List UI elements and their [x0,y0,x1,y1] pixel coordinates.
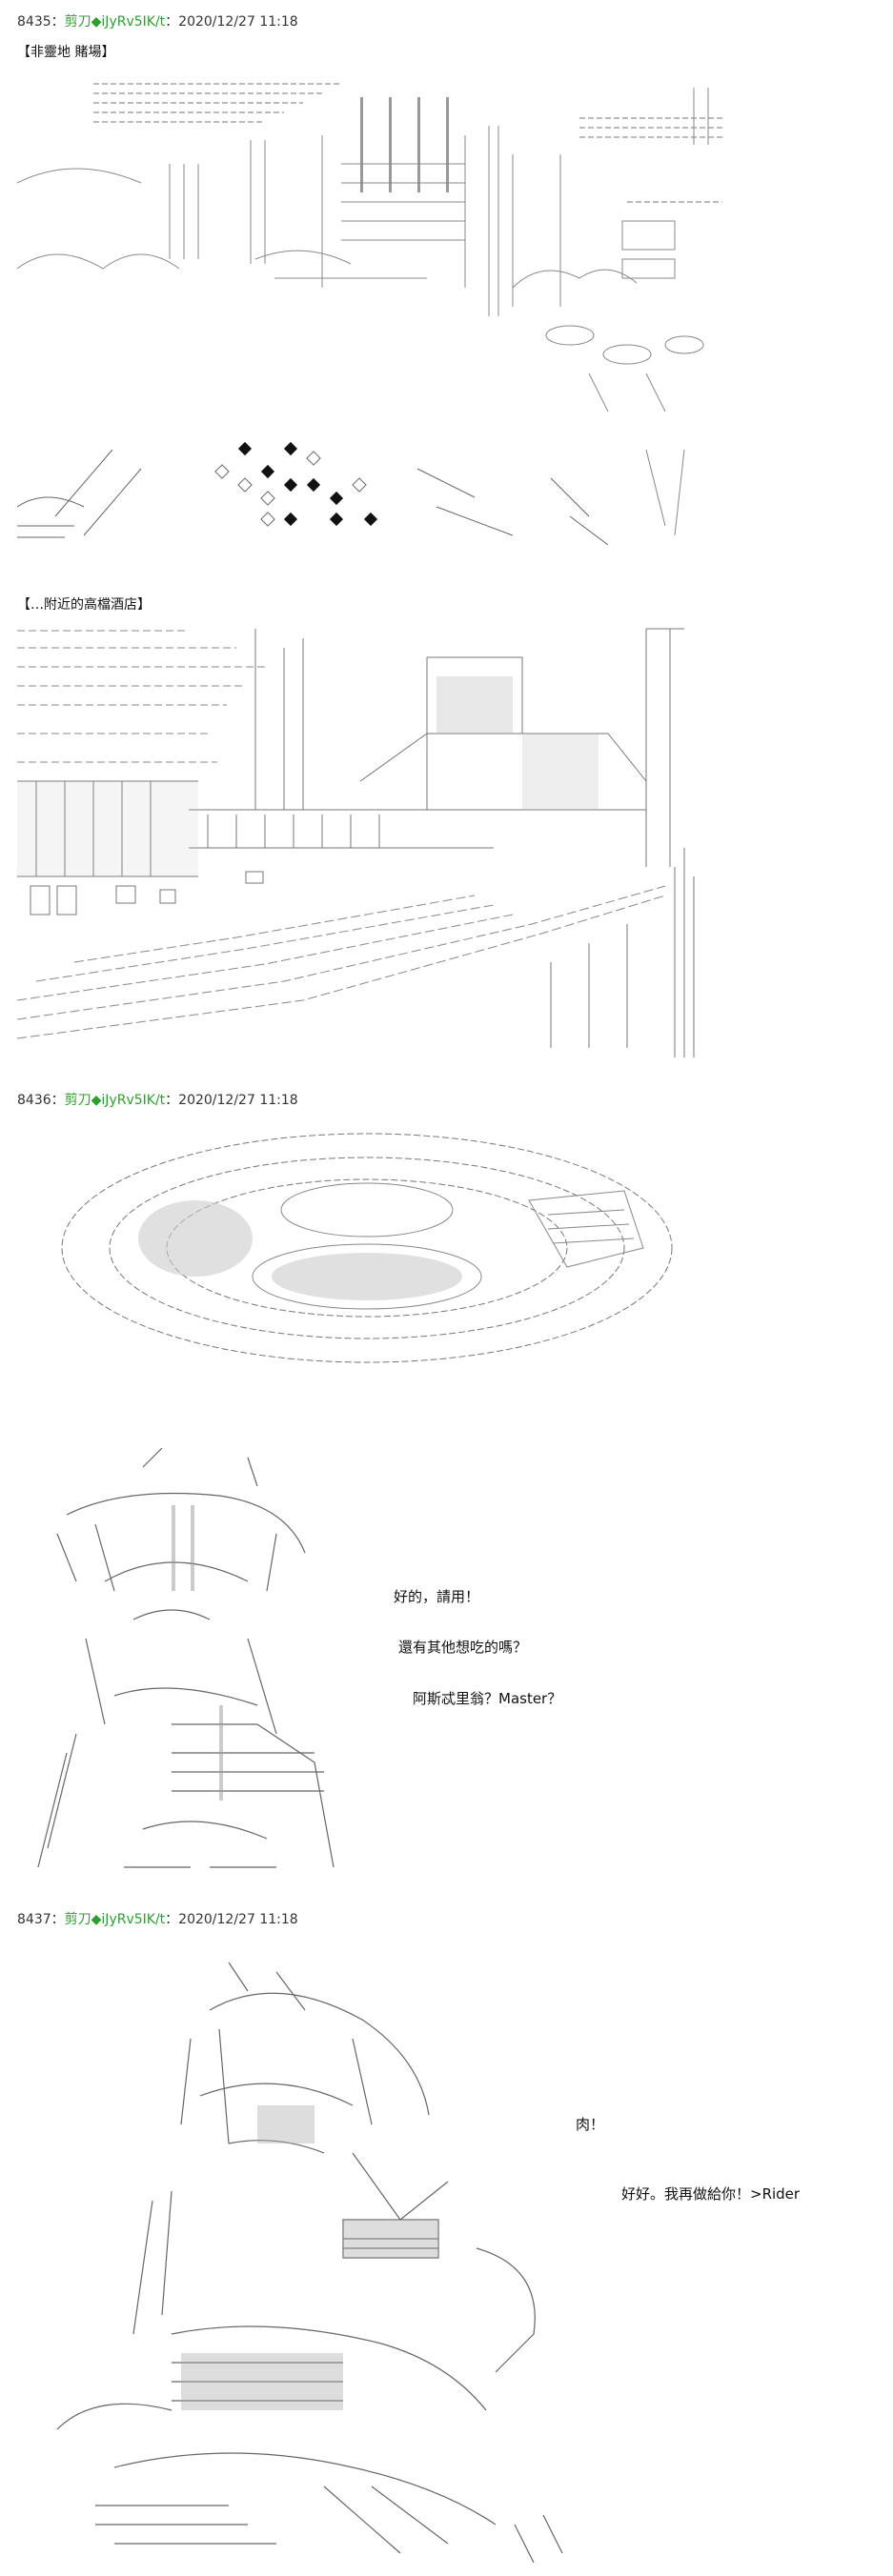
ascii-art-character-host [29,1448,381,1886]
dialogue-line: 好好。我再做給你！>Rider [621,2185,801,2203]
ascii-art-character-rider [38,1953,581,2563]
poster-name: 剪刀◆ [64,1093,102,1108]
ascii-art-hotel [17,619,722,1057]
poster-name: 剪刀◆ [64,1912,102,1927]
poster-trip: iJyRv5IK/t [101,1912,166,1927]
post-header-8436: 8436：剪刀◆iJyRv5IK/t：2020/12/27 11:18 [17,1093,298,1108]
poster-trip: iJyRv5IK/t [101,14,166,30]
dialogue-line: 肉！ [576,2116,605,2133]
character-rider-svg [56,1962,563,2563]
scene-label-hotel: 【…附近的高檔酒店】 [17,597,151,613]
post-header-8435: 8435：剪刀◆iJyRv5IK/t：2020/12/27 11:18 [17,14,298,30]
post-datetime: 2020/12/27 11:18 [178,1912,298,1927]
food-plate-svg [61,1133,673,1363]
hotel-art-svg [17,628,695,1057]
ascii-art-casino [17,69,722,545]
post-datetime: 2020/12/27 11:18 [178,14,298,30]
post-header-8437: 8437：剪刀◆iJyRv5IK/t：2020/12/27 11:18 [17,1912,298,1927]
poster-trip: iJyRv5IK/t [101,1093,166,1108]
post-number[interactable]: 8436 [17,1093,51,1108]
dialogue-line: 好的，請用！ [394,1588,480,1605]
dialogue-line: 還有其他想吃的嗎？ [398,1639,528,1656]
scene-label-casino: 【非靈地 賭場】 [17,45,115,60]
character-host-svg [37,1448,335,1868]
casino-art-svg [17,83,722,545]
post-datetime: 2020/12/27 11:18 [178,1093,298,1108]
dialogue-line: 阿斯忒里翁？Master？ [413,1690,562,1707]
ascii-art-food-plate [52,1124,710,1391]
post-number[interactable]: 8437 [17,1912,51,1927]
poster-name: 剪刀◆ [64,14,102,30]
post-number[interactable]: 8435 [17,14,51,30]
